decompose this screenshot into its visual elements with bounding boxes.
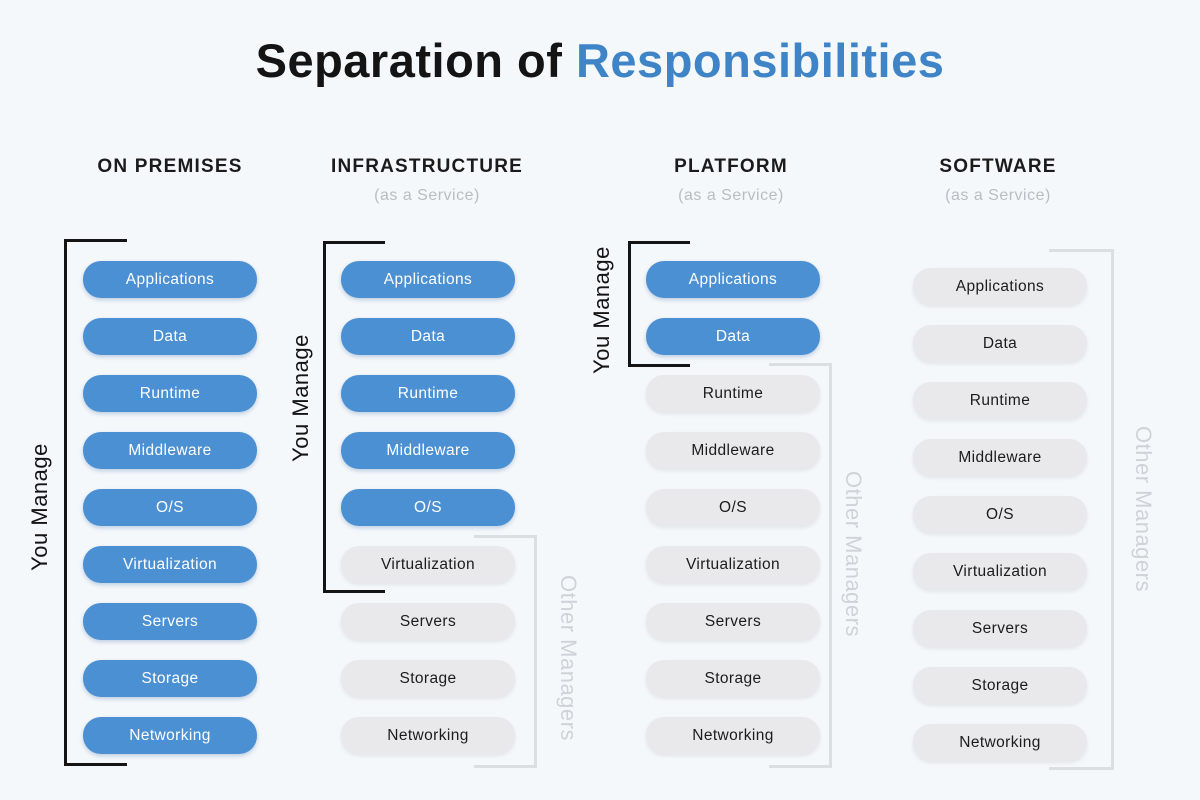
pill-runtime: Runtime [341, 375, 515, 412]
pill-storage: Storage [646, 660, 820, 697]
pill-middleware: Middleware [913, 439, 1087, 476]
other-managers-label: Other Managers [841, 471, 866, 637]
other-managers-bracket-infrastructure [474, 535, 537, 768]
pill-virtualization: Virtualization [341, 546, 515, 583]
column-header-on-premises: ON PREMISES [20, 156, 320, 178]
page-title: Separation of Responsibilities [0, 33, 1200, 88]
pill-servers: Servers [646, 603, 820, 640]
you-manage-label: You Manage [589, 246, 614, 374]
column-title: SOFTWARE [939, 156, 1057, 177]
pill-storage: Storage [913, 667, 1087, 704]
pill-stack-platform: Applications Data Runtime Middleware O/S… [646, 261, 820, 754]
column-subtitle: (as a Service) [374, 187, 480, 204]
pill-os: O/S [341, 489, 515, 526]
you-manage-bracket-infrastructure [323, 241, 385, 593]
pill-applications: Applications [83, 261, 257, 298]
pill-middleware: Middleware [646, 432, 820, 469]
pill-data: Data [646, 318, 820, 355]
pill-data: Data [83, 318, 257, 355]
column-subtitle: (as a Service) [678, 187, 784, 204]
pill-stack-software: Applications Data Runtime Middleware O/S… [913, 268, 1087, 761]
pill-applications: Applications [341, 261, 515, 298]
pill-os: O/S [83, 489, 257, 526]
pill-os: O/S [913, 496, 1087, 533]
pill-servers: Servers [83, 603, 257, 640]
column-header-infrastructure: INFRASTRUCTURE (as a Service) [277, 156, 577, 205]
pill-stack-on-premises: Applications Data Runtime Middleware O/S… [83, 261, 257, 754]
pill-runtime: Runtime [83, 375, 257, 412]
pill-middleware: Middleware [341, 432, 515, 469]
pill-virtualization: Virtualization [646, 546, 820, 583]
column-header-software: SOFTWARE (as a Service) [848, 156, 1148, 205]
pill-os: O/S [646, 489, 820, 526]
pill-applications: Applications [646, 261, 820, 298]
page-title-prefix: Separation of [255, 34, 576, 87]
other-managers-bracket-software [1049, 249, 1114, 770]
page-title-highlight: Responsibilities [575, 34, 945, 87]
pill-storage: Storage [341, 660, 515, 697]
you-manage-bracket-on-premises [64, 239, 127, 766]
pill-data: Data [913, 325, 1087, 362]
pill-virtualization: Virtualization [913, 553, 1087, 590]
column-title: ON PREMISES [97, 156, 243, 177]
pill-runtime: Runtime [646, 375, 820, 412]
pill-storage: Storage [83, 660, 257, 697]
pill-runtime: Runtime [913, 382, 1087, 419]
pill-middleware: Middleware [83, 432, 257, 469]
pill-virtualization: Virtualization [83, 546, 257, 583]
pill-networking: Networking [341, 717, 515, 754]
pill-applications: Applications [913, 268, 1087, 305]
other-managers-label: Other Managers [556, 575, 581, 741]
pill-networking: Networking [646, 717, 820, 754]
you-manage-bracket-platform [628, 241, 690, 367]
other-managers-label: Other Managers [1131, 426, 1156, 592]
pill-stack-infrastructure: Applications Data Runtime Middleware O/S… [341, 261, 515, 754]
column-title: INFRASTRUCTURE [330, 156, 523, 177]
other-managers-bracket-platform [769, 363, 832, 768]
column-title: PLATFORM [674, 156, 788, 177]
pill-servers: Servers [913, 610, 1087, 647]
you-manage-label: You Manage [288, 334, 313, 462]
pill-servers: Servers [341, 603, 515, 640]
column-subtitle: (as a Service) [945, 187, 1051, 204]
you-manage-label: You Manage [27, 443, 52, 571]
pill-networking: Networking [83, 717, 257, 754]
pill-networking: Networking [913, 724, 1087, 761]
pill-data: Data [341, 318, 515, 355]
column-header-platform: PLATFORM (as a Service) [581, 156, 881, 205]
